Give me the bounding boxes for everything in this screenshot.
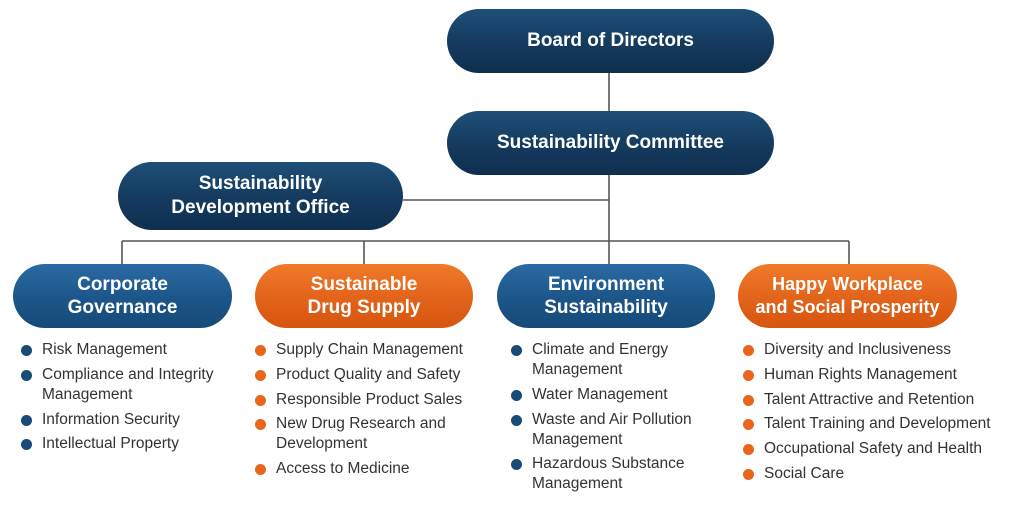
bullet-icon	[743, 444, 754, 456]
pillar-corporate-governance: Corporate Governance	[13, 264, 232, 328]
list-item: Social Care	[742, 464, 1017, 484]
list-item-label: Supply Chain Management	[276, 341, 463, 358]
list-item: Product Quality and Safety	[254, 365, 489, 385]
list-item: Supply Chain Management	[254, 340, 489, 360]
list-item-label: Climate and Energy Management	[532, 341, 669, 378]
corporate-governance-list: Risk Management Compliance and Integrity…	[20, 340, 245, 459]
list-item-label: Talent Training and Development	[764, 415, 991, 433]
list-item-label: Hazardous Substance Management	[532, 455, 685, 493]
bullet-icon	[255, 369, 266, 381]
list-item-label: Water Management	[532, 385, 668, 403]
list-item: Intellectual Property	[20, 434, 245, 454]
list-item-label: Risk Management	[42, 341, 167, 358]
list-item: Responsible Product Sales	[254, 390, 489, 410]
bullet-icon	[21, 369, 32, 381]
list-item-label: New Drug Research and Development	[276, 415, 446, 453]
bullet-icon	[21, 439, 32, 451]
bullet-icon	[255, 464, 266, 476]
list-item: Waste and Air Pollution Management	[510, 410, 725, 450]
bullet-icon	[743, 345, 754, 356]
list-item-label: Intellectual Property	[42, 435, 179, 453]
happy-workplace-list: Diversity and Inclusiveness Human Rights…	[742, 340, 1017, 489]
list-item: Talent Attractive and Retention	[742, 390, 1017, 410]
list-item-label: Information Security	[42, 410, 180, 428]
list-item: Access to Medicine	[254, 459, 489, 479]
bullet-icon	[511, 459, 522, 471]
list-item: Human Rights Management	[742, 365, 1017, 385]
bullet-icon	[743, 394, 754, 406]
environment-sustainability-list: Climate and Energy Management Water Mana…	[510, 340, 725, 499]
bullet-icon	[511, 345, 522, 356]
list-item: Risk Management	[20, 340, 245, 360]
list-item: Talent Training and Development	[742, 414, 1017, 434]
list-item-label: Diversity and Inclusiveness	[764, 341, 951, 358]
pillar-environment-sustainability: Environment Sustainability	[497, 264, 715, 328]
list-item-label: Compliance and Integrity Management	[42, 365, 214, 403]
list-item-label: Access to Medicine	[276, 460, 410, 478]
list-item: Hazardous Substance Management	[510, 454, 725, 494]
bullet-icon	[255, 419, 266, 431]
bullet-icon	[21, 414, 32, 426]
bullet-icon	[743, 369, 754, 381]
board-of-directors-node: Board of Directors	[447, 9, 774, 73]
list-item-label: Waste and Air Pollution Management	[532, 410, 692, 448]
sustainability-development-office-node: Sustainability Development Office	[118, 162, 403, 230]
bullet-icon	[511, 389, 522, 401]
bullet-icon	[21, 345, 32, 356]
bullet-icon	[743, 468, 754, 480]
list-item-label: Occupational Safety and Health	[764, 440, 982, 458]
list-item: Climate and Energy Management	[510, 340, 725, 380]
bullet-icon	[255, 345, 266, 356]
bullet-icon	[255, 394, 266, 406]
list-item: Water Management	[510, 385, 725, 405]
sustainable-drug-supply-list: Supply Chain Management Product Quality …	[254, 340, 489, 484]
bullet-icon	[743, 419, 754, 431]
list-item: Occupational Safety and Health	[742, 439, 1017, 459]
pillar-sustainable-drug-supply: Sustainable Drug Supply	[255, 264, 473, 328]
list-item-label: Product Quality and Safety	[276, 365, 461, 383]
list-item: New Drug Research and Development	[254, 414, 489, 454]
list-item: Diversity and Inclusiveness	[742, 340, 1017, 360]
bullet-icon	[511, 414, 522, 426]
list-item: Compliance and Integrity Management	[20, 365, 245, 405]
pillar-happy-workplace-social-prosperity: Happy Workplace and Social Prosperity	[738, 264, 957, 328]
list-item-label: Social Care	[764, 464, 845, 482]
sustainability-committee-node: Sustainability Committee	[447, 111, 774, 175]
list-item-label: Talent Attractive and Retention	[764, 390, 975, 408]
list-item-label: Responsible Product Sales	[276, 390, 463, 408]
list-item-label: Human Rights Management	[764, 365, 957, 383]
list-item: Information Security	[20, 410, 245, 430]
